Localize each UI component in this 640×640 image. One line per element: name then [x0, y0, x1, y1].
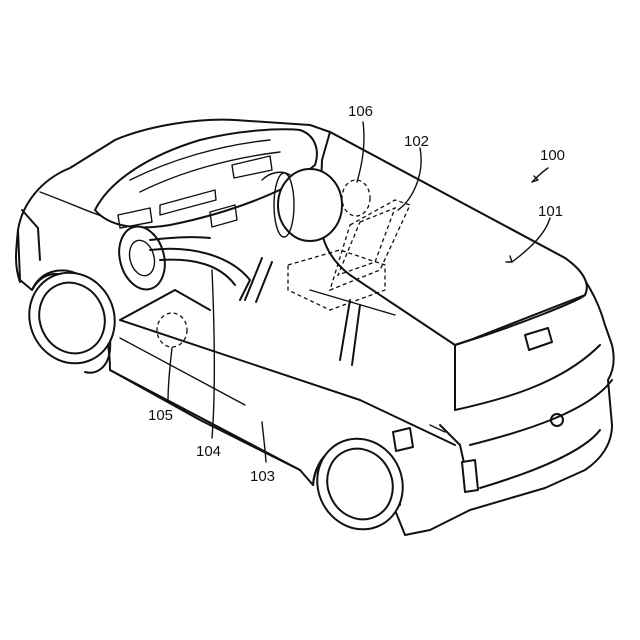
label-door-region: 105	[148, 407, 173, 424]
label-roof: 101	[538, 203, 563, 220]
label-body: 103	[250, 468, 275, 485]
label-vehicle: 100	[540, 147, 565, 164]
label-airbag-region: 106	[348, 103, 373, 120]
label-seat: 102	[404, 133, 429, 150]
label-pillar: 104	[196, 443, 221, 460]
